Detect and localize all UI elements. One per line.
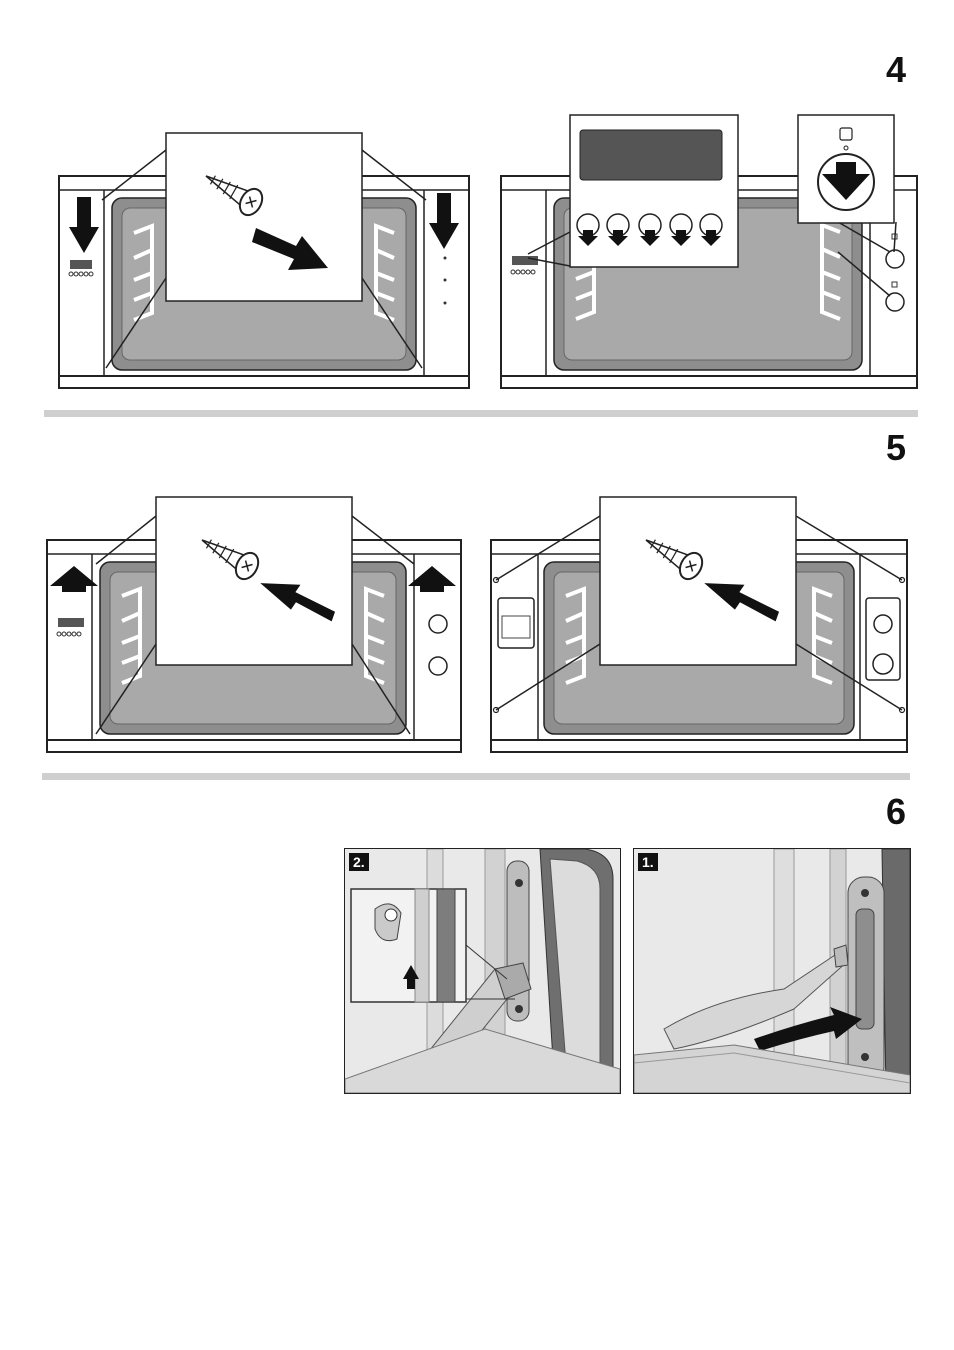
oven-diagram-4b bbox=[498, 112, 920, 392]
step-number-6: 6 bbox=[886, 794, 906, 830]
section-divider-2 bbox=[42, 773, 910, 780]
oven-diagram-5a bbox=[44, 494, 466, 756]
oven-diagram-5b bbox=[488, 494, 910, 756]
step-number-4: 4 bbox=[886, 52, 906, 88]
step-number-5: 5 bbox=[886, 430, 906, 466]
knob-upper bbox=[886, 250, 904, 268]
section-divider-1 bbox=[44, 410, 918, 417]
photo-label-1: 1. bbox=[638, 853, 658, 871]
hinge-photo-2: 2. bbox=[344, 848, 621, 1094]
photo-label-2: 2. bbox=[349, 853, 369, 871]
oven-diagram-4a bbox=[56, 128, 472, 392]
hinge-photo-1: 1. bbox=[633, 848, 911, 1094]
